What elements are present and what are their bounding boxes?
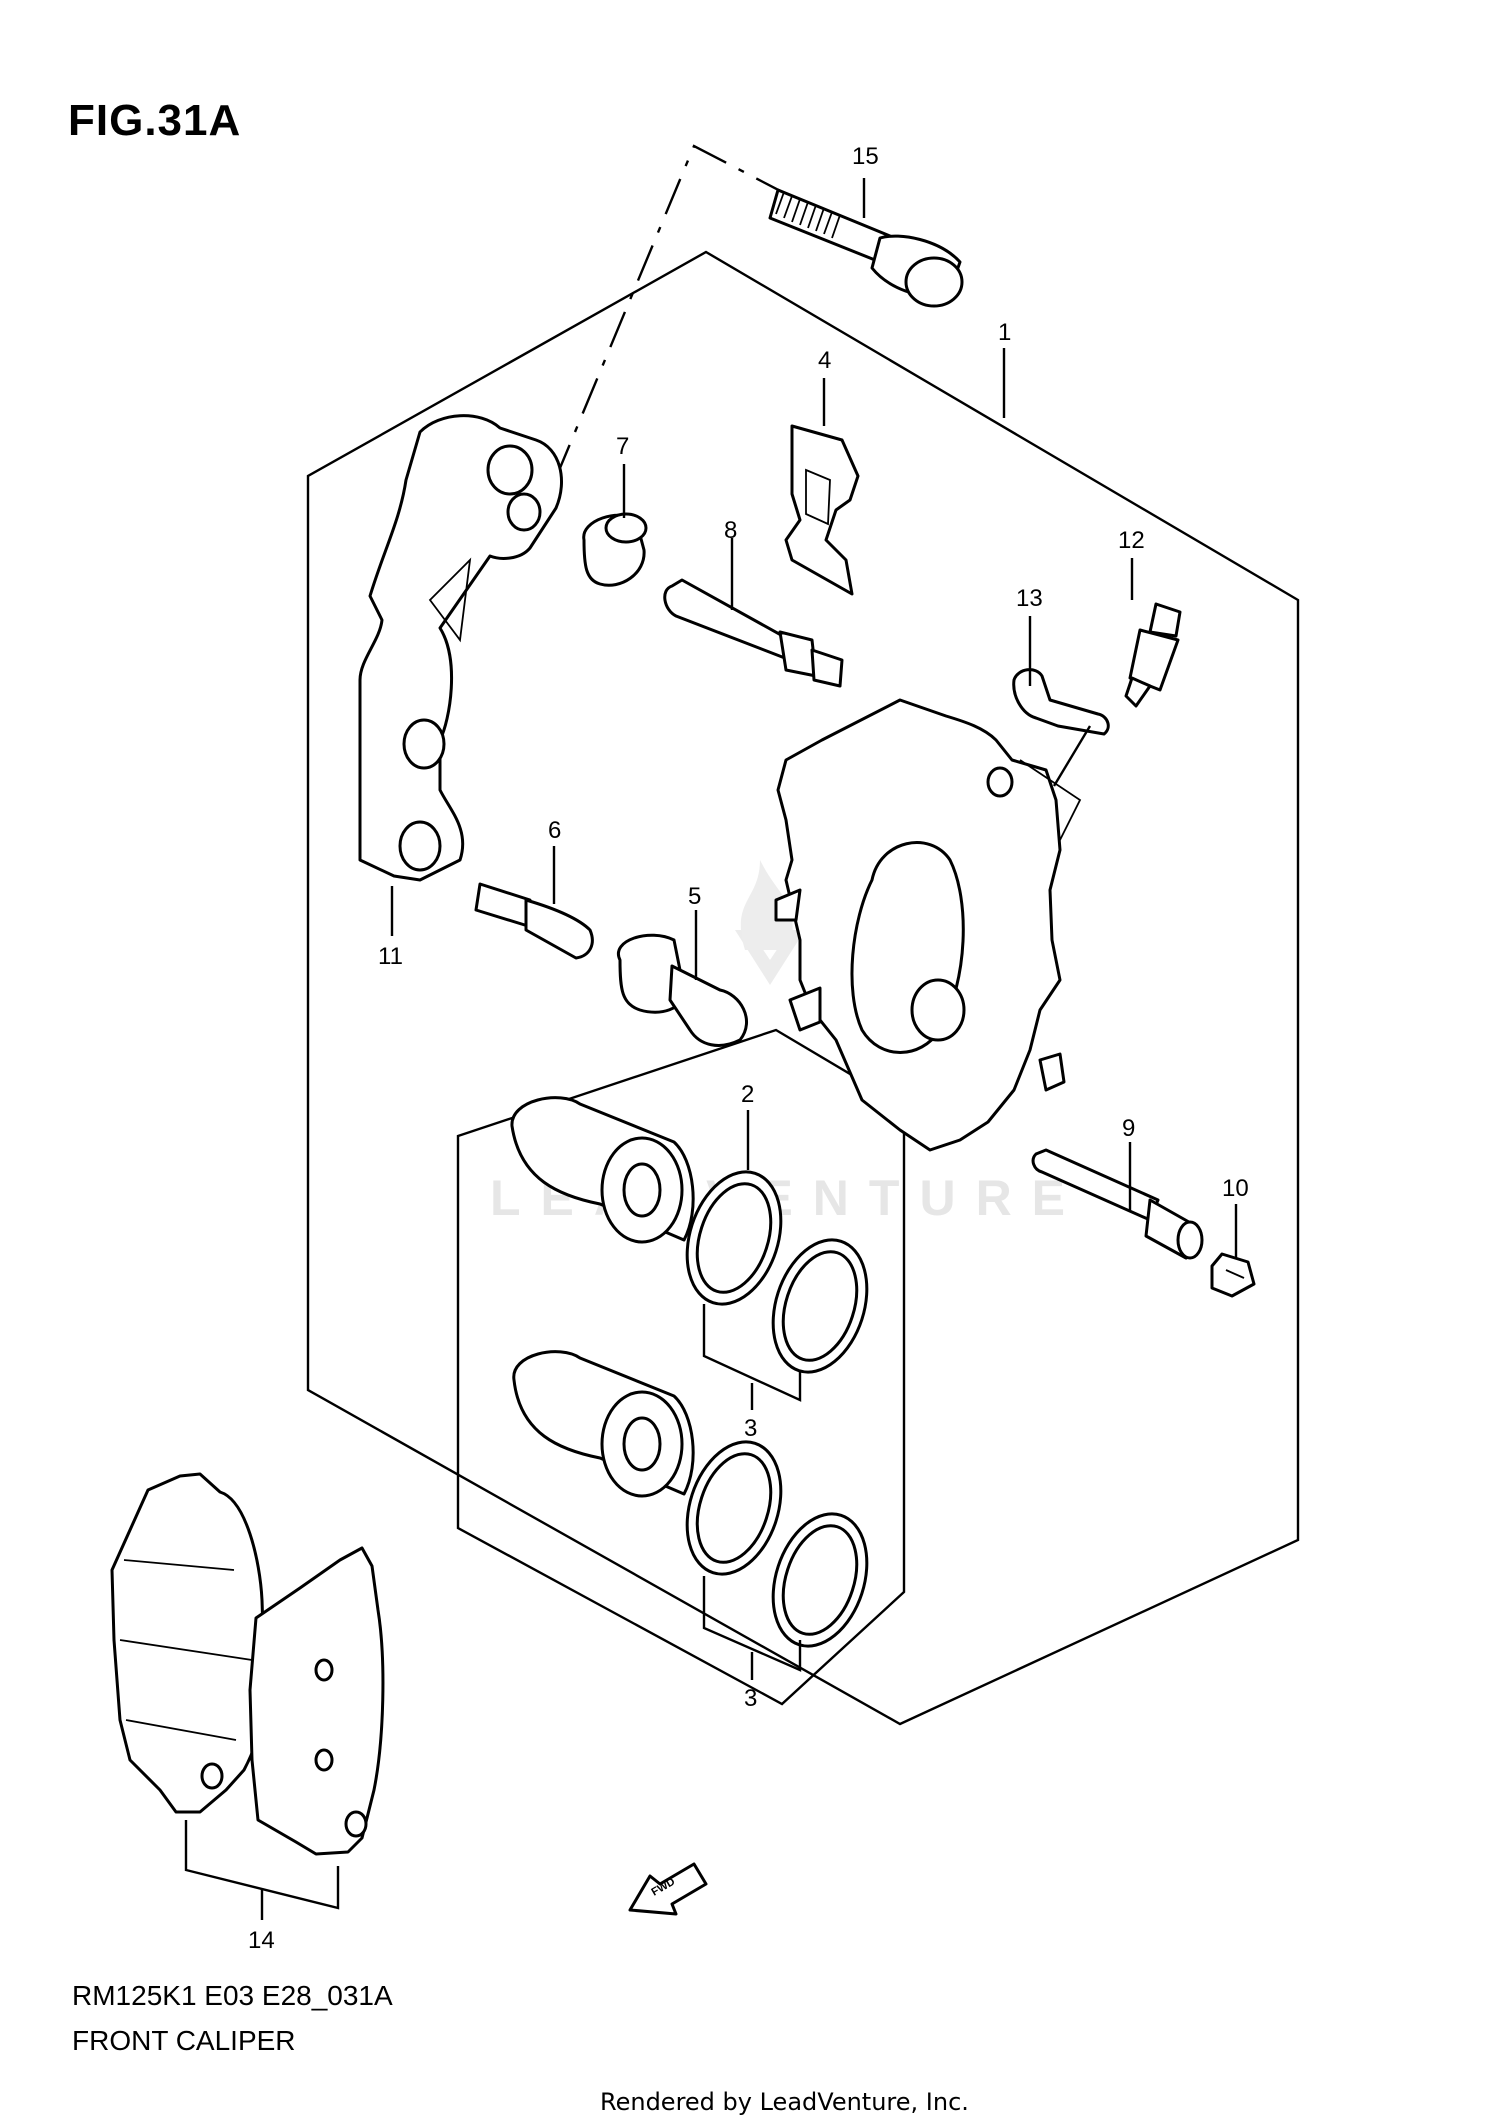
boot[interactable] bbox=[582, 512, 648, 587]
slide-pin[interactable] bbox=[474, 882, 594, 960]
pin-boot[interactable] bbox=[616, 933, 748, 1047]
pad-mounting-pin[interactable] bbox=[1031, 1148, 1204, 1260]
callout-12: 12 bbox=[1118, 527, 1145, 554]
callout-15: 15 bbox=[852, 143, 879, 170]
bolt-leader-dashed bbox=[539, 144, 791, 493]
callout-2: 2 bbox=[741, 1081, 754, 1108]
caliper-bracket[interactable] bbox=[358, 414, 564, 882]
rendered-by-credit: Rendered by LeadVenture, Inc. bbox=[600, 2088, 969, 2116]
assembly-boundary bbox=[306, 250, 1300, 1726]
callout-13: 13 bbox=[1016, 585, 1043, 612]
model-code: RM125K1 E03 E28_031A bbox=[72, 1980, 393, 2011]
callout-4: 4 bbox=[818, 347, 831, 374]
callout-labels: 15 1 4 7 8 12 13 6 5 2 9 10 11 3 3 14 bbox=[248, 143, 1249, 1954]
figure-title: FIG.31A bbox=[68, 96, 242, 145]
callout-14: 14 bbox=[248, 1927, 275, 1954]
bleeder-cap[interactable] bbox=[1012, 668, 1110, 736]
callout-6: 6 bbox=[548, 817, 561, 844]
piston-upper[interactable] bbox=[510, 1096, 695, 1244]
callout-5: 5 bbox=[688, 883, 701, 910]
callout-11: 11 bbox=[378, 943, 403, 970]
pin-plug[interactable] bbox=[1210, 1252, 1256, 1298]
leader-lines bbox=[184, 178, 1238, 1920]
callout-10: 10 bbox=[1222, 1175, 1249, 1202]
piston-seal-set[interactable] bbox=[671, 1160, 883, 1659]
bleeder-valve[interactable] bbox=[1124, 602, 1182, 708]
pad-spring[interactable] bbox=[784, 424, 860, 596]
piston-lower[interactable] bbox=[512, 1350, 695, 1498]
brake-pad-outer[interactable] bbox=[110, 1472, 268, 1814]
brake-pad-inner[interactable] bbox=[248, 1546, 385, 1856]
callout-3a: 3 bbox=[744, 1415, 757, 1442]
callout-7: 7 bbox=[616, 433, 629, 460]
piston-group-boundary bbox=[456, 1028, 906, 1706]
figure-name: FRONT CALIPER bbox=[72, 2025, 296, 2056]
callout-3b: 3 bbox=[744, 1685, 757, 1712]
caliper-mounting-bolt[interactable] bbox=[768, 188, 964, 308]
caliper-body[interactable] bbox=[774, 698, 1082, 1152]
callout-1: 1 bbox=[998, 319, 1011, 346]
callout-9: 9 bbox=[1122, 1115, 1135, 1142]
callout-8: 8 bbox=[724, 517, 737, 544]
slide-pin-long[interactable] bbox=[663, 578, 844, 688]
fwd-arrow-icon: FWD bbox=[628, 1862, 708, 1916]
